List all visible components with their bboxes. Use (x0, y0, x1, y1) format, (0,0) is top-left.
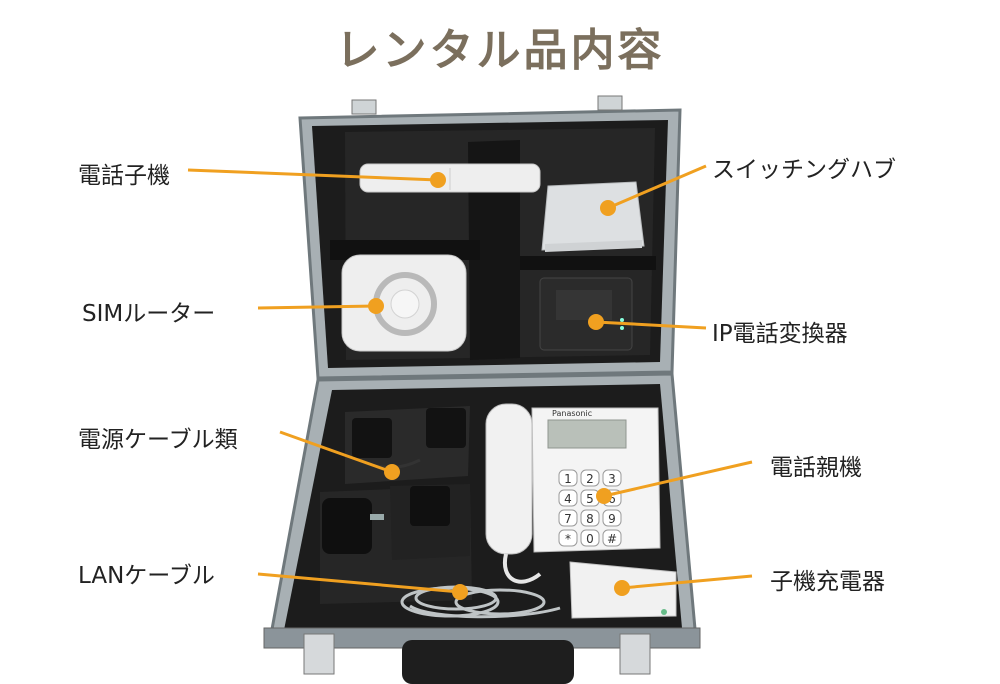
ip-adapter-device (539, 277, 633, 351)
keypad-key-label: # (607, 532, 617, 546)
power-cables-device (322, 408, 466, 554)
keypad-key (580, 469, 600, 487)
keypad-key (602, 509, 622, 527)
lid-clip-left (351, 99, 377, 115)
keypad-key-label: 0 (586, 532, 594, 546)
callout-dot-charger (614, 580, 630, 596)
latch-right (619, 633, 651, 675)
keypad-key (580, 529, 600, 547)
callout-line-hub (607, 164, 707, 210)
label-lan-cable: LANケーブル (78, 563, 215, 589)
keypad-key (558, 529, 578, 547)
label-power-cables: 電源ケーブル類 (78, 427, 238, 453)
callout-dot-power-cables (384, 464, 400, 480)
keypad-key-label: 5 (586, 492, 594, 506)
callout-line-handset (187, 168, 439, 182)
callout-line-ip-adapter (595, 320, 707, 330)
router-device (341, 254, 467, 352)
keypad-key-label: 1 (564, 472, 572, 486)
keypad-key (602, 529, 622, 547)
callout-dot-lan-cable (452, 584, 468, 600)
latch-left (303, 633, 335, 675)
lid-clip-right (597, 95, 623, 111)
callout-dot-hub (600, 200, 616, 216)
callout-line-power-cables (279, 430, 393, 474)
keypad-key (580, 509, 600, 527)
label-charger: 子機充電器 (770, 569, 885, 595)
keypad-key-label: 7 (564, 512, 572, 526)
keypad-key-label: 2 (586, 472, 594, 486)
keypad-key (602, 469, 622, 487)
keypad-key-label: 6 (608, 492, 616, 506)
hub-device (541, 181, 645, 252)
keypad-key (558, 489, 578, 507)
phone-brand: Panasonic (552, 409, 592, 418)
callout-line-lan-cable (257, 572, 461, 594)
callout-dot-ip-adapter (588, 314, 604, 330)
callout-line-base-phone (603, 460, 753, 498)
label-ip-adapter: IP電話変換器 (712, 321, 848, 347)
callout-lines (187, 164, 753, 600)
callout-line-charger (621, 574, 753, 590)
keypad-key (558, 469, 578, 487)
callout-dot-router (368, 298, 384, 314)
keypad-key-label: 3 (608, 472, 616, 486)
label-handset: 電話子機 (78, 163, 170, 189)
label-hub: スイッチングハブ (712, 157, 896, 183)
label-base-phone: 電話親機 (770, 455, 862, 481)
label-router: SIMルーター (82, 301, 216, 327)
keypad-key-label: 8 (586, 512, 594, 526)
page-title: レンタル品内容 (335, 25, 665, 76)
keypad-key-label: 9 (608, 512, 616, 526)
keypad-key-label: 4 (564, 492, 572, 506)
callout-line-router (257, 304, 377, 310)
case-handle (402, 640, 574, 684)
callout-dot-base-phone (596, 488, 612, 504)
keypad-key (558, 509, 578, 527)
callout-dot-handset (430, 172, 446, 188)
keypad-key-label: * (565, 532, 571, 546)
